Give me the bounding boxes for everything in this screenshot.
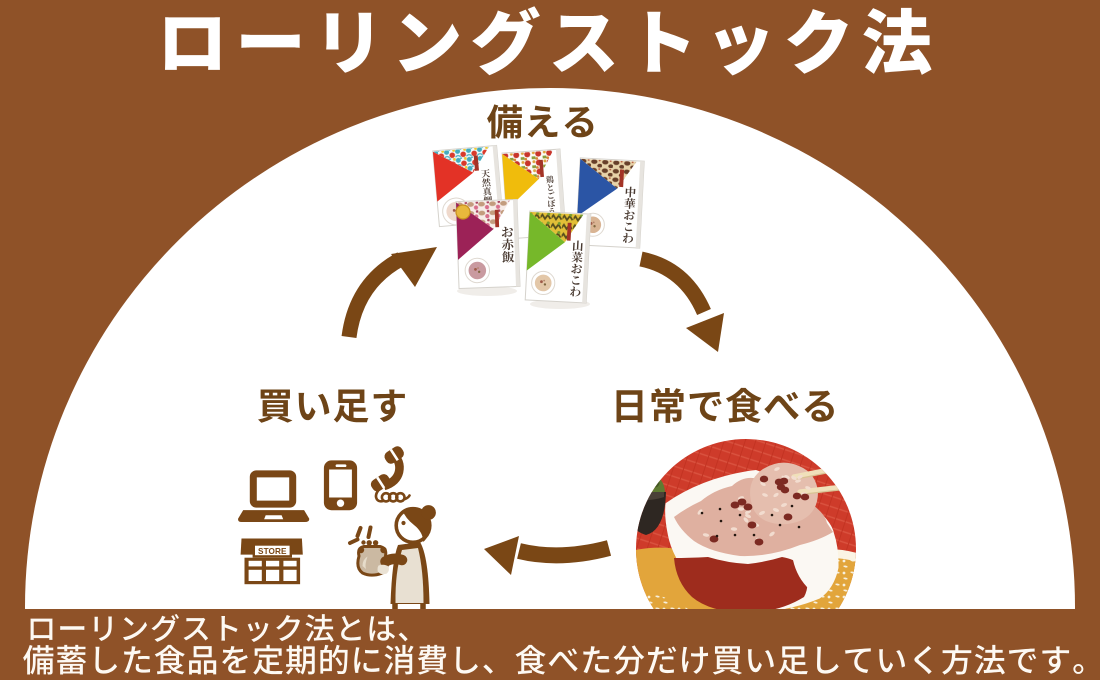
svg-text:STORE: STORE <box>258 547 287 556</box>
